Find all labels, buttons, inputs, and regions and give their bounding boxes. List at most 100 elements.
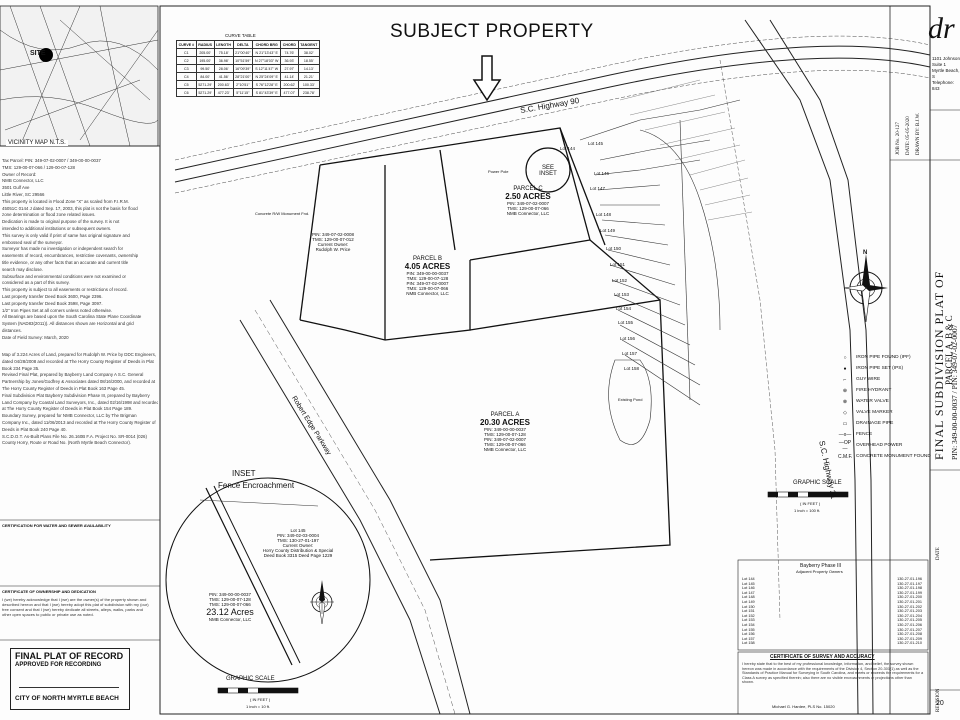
parcel-c-acres: 2.50 ACRES [505,192,551,201]
owner-lot: Lot 151 [742,609,755,614]
inset-total-acres: 23.12 Acres [206,607,254,617]
note-line: 1/2" Iron Pipes Set at all corners unles… [2,307,113,313]
job-info-line: DRAWN BY: B.J.W. [916,112,921,155]
curve-col-header: LENGTH [213,40,234,49]
inset-scale-unit: ( IN FEET ) [250,697,271,702]
legend-label: WATER VALVE [856,399,889,404]
note-line: This survey is only valid if print of sa… [2,232,130,238]
parcel-a-acres: 20.30 ACRES [480,418,530,427]
note-line: distances. [2,327,22,333]
lot-label: Lot 149 [600,228,616,233]
legend-label: FIRE HYDRANT [856,388,892,393]
main-scale-unit: ( IN FEET ) [800,501,821,506]
legend-label: DRAINAGE PIPE [856,421,894,426]
curve-cell: 41.56' [213,72,234,81]
note-line: Boundary Survey, prepared for NMB Connec… [2,413,137,419]
note-line: Little River, SC 29566 [2,191,45,197]
curve-cell: 36.93' [280,56,299,65]
pin-line: TMS: 129-00-07-066 [406,286,449,291]
pin-line: 1101 Johnson [932,56,960,61]
certificate-text: I hereby state that to the best of my pr… [742,662,924,685]
legend-symbol: ⌐ [843,376,847,383]
power-pole-label: Power Pole [488,169,509,174]
parcel-c-title: PARCEL C [513,186,543,192]
legend-label: VALVE MARKER [856,410,893,415]
note-line: The Horry County Register of Deeds in Pl… [2,385,126,391]
stamp-line-2: APPROVED FOR RECORDING [15,662,102,668]
owner-tms: 130-27-01-204 [897,613,922,618]
lot-label: Lot 158 [624,366,640,371]
vicinity-map-title: VICINITY MAP N.T.S. [6,140,68,146]
note-line: Last property transfer Deed Book 3598, P… [2,300,103,306]
cert-ownership-title: CERTIFICATE OF OWNERSHIP AND DEDICATION [2,589,96,594]
curve-cell: S 12°11'47" W [252,64,282,73]
curve-cell: C2 [176,56,197,65]
owner-tms: 130-27-01-209 [897,636,922,641]
curve-cell: C1 [176,48,197,57]
note-line: 3501 Gulf Ave [2,185,30,191]
lot-label: Lot 153 [614,292,630,297]
owner-lot: Lot 146 [742,586,755,591]
curve-col-header: CHORD [280,40,299,49]
note-line: Dedication is made to original purpose o… [2,219,120,225]
curve-cell: 36.98' [213,56,234,65]
curve-cell: 28°21'00" [232,72,254,81]
curve-table-title: CURVE TABLE [225,33,256,38]
note-line: Last property transfer Deed Book 3600, P… [2,293,103,299]
legend-symbol: ▭ [842,420,848,427]
curve-cell: 5271.29' [195,80,215,89]
owner-tms: 130-27-01-201 [897,599,922,604]
owner-lot: Lot 154 [742,622,755,627]
site-label: SITE [30,50,46,57]
pin-line: Current Owner: [282,543,314,548]
legend-label: IRON PIPE SET (IPS) [856,366,904,371]
pin-line: PIN: 349-00-00-0037 [208,592,252,597]
curve-cell: 21.21' [297,72,321,81]
owner-lot: Lot 158 [742,641,755,646]
inset-scale-ratio: 1 inch = 10 ft. [246,704,271,709]
pin-line: Myrtle Beach, S [932,68,960,79]
owner-lot: Lot 157 [742,636,755,641]
legend-item: ⊕FIRE HYDRANT [838,385,931,396]
lot-label: Lot 152 [612,278,628,283]
sheet-number: 20 [936,700,944,707]
legend-item: C.M.F.CONCRETE MONUMENT FOUND [838,451,931,462]
legend: ○IRON PIPE FOUND (IPF)●IRON PIPE SET (IP… [838,352,931,462]
legend-label: GUY WIRE [856,377,881,382]
pin-line: Telephone: 843 [932,80,955,91]
owner-lot: Lot 152 [742,613,755,618]
pin-line: Current Owner: [317,242,349,247]
legend-symbol: ○ [843,354,847,361]
parcel-b-acres: 4.05 ACRES [404,262,451,271]
parcel-a-title: PARCEL A [490,412,520,418]
owner-tms: 130-27-01-196 [897,577,922,581]
parcel-a-block: PARCEL A 20.30 ACRES PIN: 349-00-00-0037… [460,412,550,452]
pin-line: TMS: 129-00-07-066 [484,442,526,447]
legend-label: FENCE [856,432,873,437]
curve-cell: 200.63' [213,80,234,89]
pin-line: Suite 1 [932,62,947,67]
curve-cell: N 27°18'03" W [252,56,282,65]
note-line: Subsurface and environmental conditions … [2,273,126,279]
note-line: This property is located in Flood Zone "… [2,198,129,204]
plat-pins-line: PIN: 349-00-00-0037 / PIN: 349-07-02-000… [950,324,959,460]
reference-notes: Map of 3.224 Acres of Land, prepared for… [2,352,158,447]
curve-cell: S 81°43'39" E [252,88,282,97]
owner-row: Lot 152 130-27-01-204 [742,614,922,619]
legend-item: ○IRON PIPE FOUND (IPF) [838,352,931,363]
curve-cell: 99.50' [195,64,215,73]
inset-title: INSET [232,469,256,478]
owner-lot: Lot 156 [742,632,755,637]
pin-line: PIN: 349-00-00-0037 [406,271,449,276]
